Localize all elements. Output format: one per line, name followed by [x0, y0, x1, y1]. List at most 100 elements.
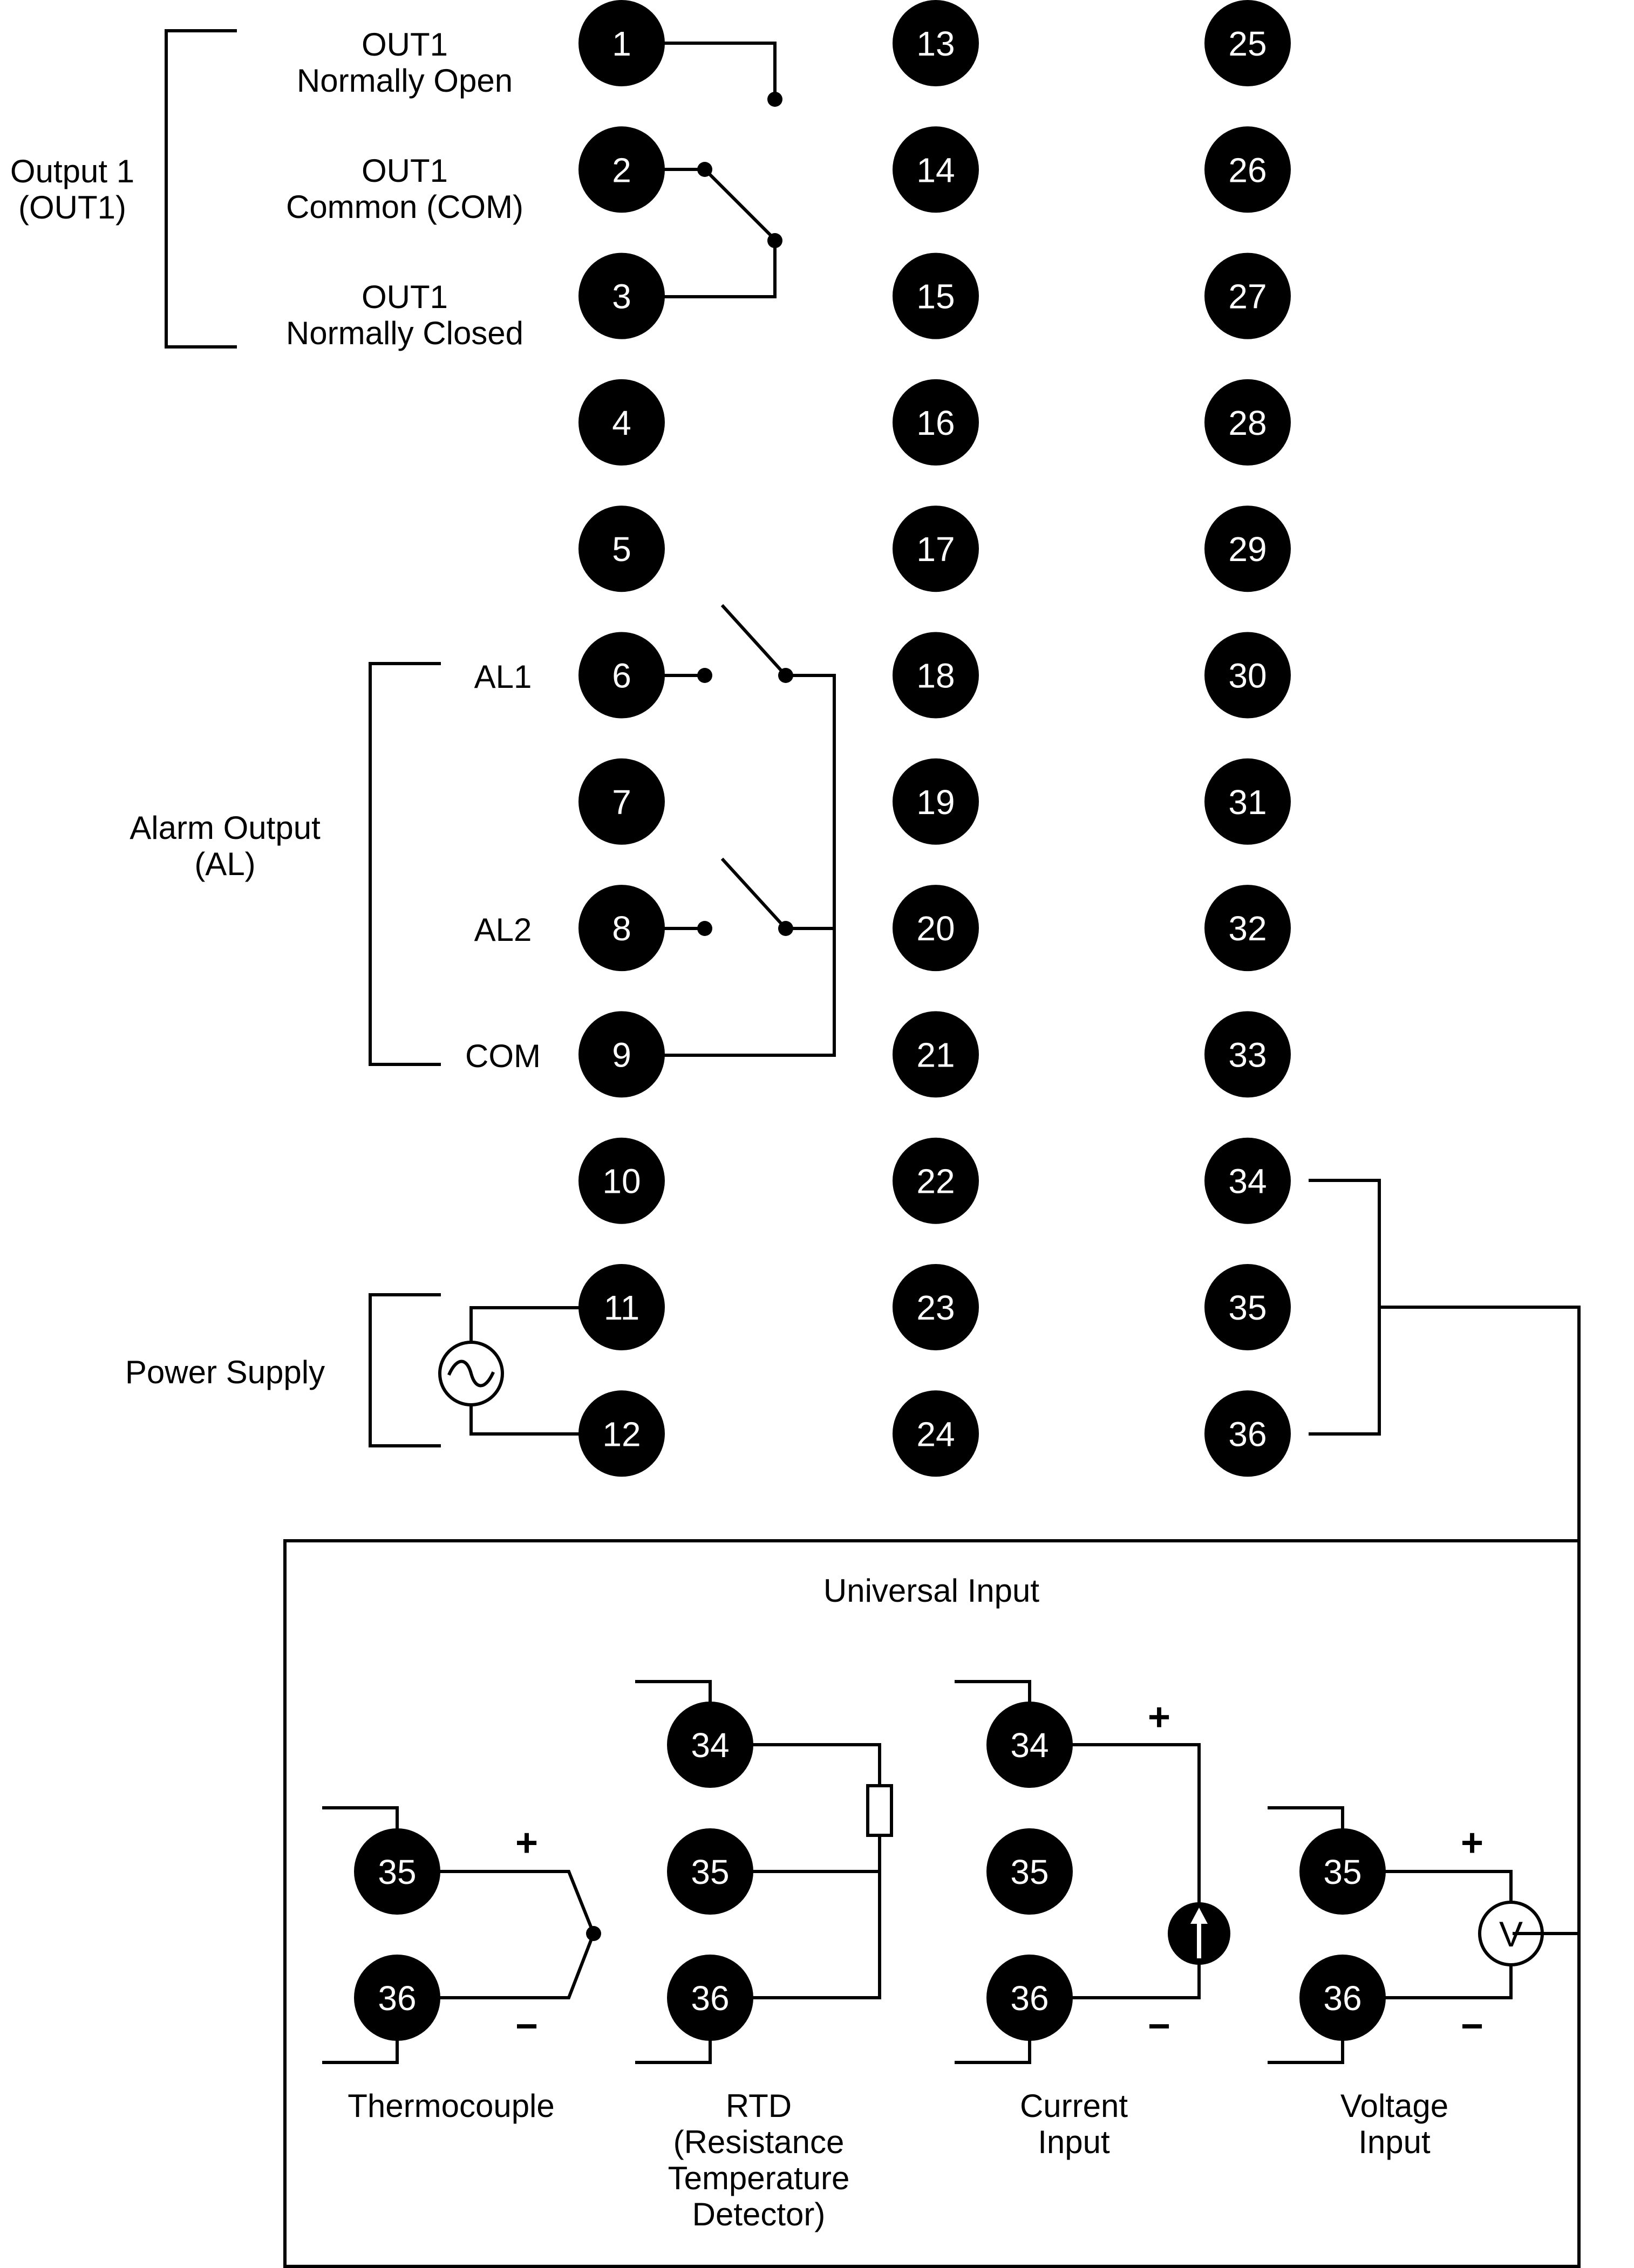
output1-bracket	[165, 29, 237, 349]
svg-text:35: 35	[378, 1853, 416, 1891]
tc-label: Thermocouple	[348, 2088, 555, 2124]
svg-text:19: 19	[916, 783, 955, 822]
terminal-21: 21	[893, 1011, 979, 1098]
ac-sine-icon	[447, 1360, 495, 1388]
voltage-terminal-35: 35	[1299, 1828, 1386, 1915]
terminal-14: 14	[893, 126, 979, 213]
svg-text:33: 33	[1228, 1035, 1267, 1074]
tc-terminal-36: 36	[354, 1955, 440, 2041]
out1-switch-blade	[702, 167, 778, 242]
rtd-terminal-36: 36	[667, 1955, 753, 2041]
svg-text:5: 5	[612, 530, 631, 569]
svg-text:34: 34	[691, 1726, 729, 1765]
svg-text:6: 6	[612, 657, 631, 695]
voltage-plus-sign: +	[1461, 1821, 1483, 1864]
svg-text:30: 30	[1228, 657, 1267, 695]
al2-label: AL2	[474, 912, 532, 948]
out1-com-label-line1: OUT1	[362, 153, 448, 189]
terminal-3: 3	[578, 252, 665, 339]
power-wire-11	[469, 1306, 590, 1344]
svg-text:35: 35	[1228, 1288, 1267, 1327]
svg-text:35: 35	[691, 1853, 729, 1891]
svg-text:14: 14	[916, 151, 955, 189]
alarm-output-group: Alarm Output (AL) AL1 AL2 COM	[130, 604, 836, 1074]
out1-nc-label-line1: OUT1	[362, 279, 448, 315]
al2-switch-blade	[720, 857, 788, 931]
terminal-31: 31	[1204, 758, 1291, 845]
rtd-wire-34	[752, 1743, 881, 1787]
svg-text:17: 17	[916, 530, 955, 569]
terminal-2: 2	[578, 126, 665, 213]
svg-text:2: 2	[612, 151, 631, 189]
terminal-9: 9	[578, 1011, 665, 1098]
svg-text:16: 16	[916, 404, 955, 442]
svg-text:1: 1	[612, 24, 631, 63]
svg-text:10: 10	[602, 1162, 641, 1201]
terminal-13: 13	[893, 0, 979, 86]
svg-text:34: 34	[1010, 1726, 1049, 1765]
alarm-group-label-line2: (AL)	[194, 846, 255, 882]
svg-text:11: 11	[604, 1288, 639, 1327]
input-bracket	[1309, 1179, 1381, 1436]
svg-text:36: 36	[1228, 1415, 1267, 1453]
terminal-18: 18	[893, 632, 979, 719]
svg-text:28: 28	[1228, 404, 1267, 442]
tc-upper-lead	[322, 1806, 399, 1838]
output1-group: Output 1 (OUT1) OUT1 Normally Open OUT1 …	[10, 26, 782, 351]
terminal-33: 33	[1204, 1011, 1291, 1098]
svg-text:8: 8	[612, 909, 631, 948]
alarm-bracket	[369, 662, 441, 1066]
svg-text:9: 9	[612, 1035, 631, 1074]
voltage-terminal-36: 36	[1299, 1955, 1386, 2041]
current-terminal-36: 36	[986, 1955, 1073, 2041]
terminal-22: 22	[893, 1137, 979, 1224]
svg-text:36: 36	[1323, 1979, 1361, 2018]
terminal-4: 4	[578, 379, 665, 466]
al2-contact-dot	[697, 921, 712, 936]
al1-label: AL1	[474, 659, 532, 695]
universal-input-title: Universal Input	[823, 1573, 1040, 1609]
rtd-label-line3: Temperature	[668, 2160, 850, 2196]
current-label-line1: Current	[1020, 2088, 1128, 2124]
svg-text:20: 20	[916, 909, 955, 948]
svg-text:21: 21	[916, 1035, 955, 1074]
svg-text:35: 35	[1010, 1853, 1049, 1891]
power-supply-label: Power Supply	[125, 1354, 325, 1390]
power-wire-12	[469, 1403, 590, 1436]
terminal-16: 16	[893, 379, 979, 466]
current-terminal-35: 35	[986, 1828, 1073, 1915]
thermocouple-diagram: 35 36 + − Thermocouple	[322, 1806, 601, 2124]
svg-text:36: 36	[378, 1979, 416, 2018]
terminal-8: 8	[578, 885, 665, 972]
terminal-20: 20	[893, 885, 979, 972]
current-lower-lead	[955, 2031, 1031, 2064]
terminal-block: 1234567891011121314151617181920212223242…	[578, 0, 1291, 1477]
svg-text:4: 4	[612, 404, 631, 442]
voltage-minus-sign: −	[1461, 2005, 1483, 2048]
universal-input-box	[283, 1539, 1581, 2268]
terminal-1: 1	[578, 0, 665, 86]
svg-text:35: 35	[1323, 1853, 1361, 1891]
terminal-5: 5	[578, 505, 665, 592]
terminal-11: 11	[578, 1264, 665, 1350]
rtd-label-line2: (Resistance	[673, 2124, 845, 2160]
current-terminal-34: 34	[986, 1702, 1073, 1788]
universal-input-panel: Universal Input 35 36 + − Thermocouple	[283, 1539, 1581, 2268]
voltage-wire-36	[1384, 1963, 1513, 1999]
current-input-diagram: 34 35 36 + − Current Input	[955, 1680, 1230, 2160]
svg-text:22: 22	[916, 1162, 955, 1201]
terminal-28: 28	[1204, 379, 1291, 466]
current-upper-lead	[955, 1680, 1031, 1712]
tc-junction-dot	[586, 1926, 601, 1941]
svg-text:29: 29	[1228, 530, 1267, 569]
tc-junction-wires	[439, 1870, 596, 1999]
terminal-23: 23	[893, 1264, 979, 1350]
out1-no-contact-dot	[767, 92, 782, 107]
terminal-27: 27	[1204, 252, 1291, 339]
al1-contact-dot	[697, 668, 712, 683]
terminal-35: 35	[1204, 1264, 1291, 1350]
svg-text:36: 36	[1010, 1979, 1049, 2018]
svg-text:13: 13	[916, 24, 955, 63]
terminal-10: 10	[578, 1137, 665, 1224]
